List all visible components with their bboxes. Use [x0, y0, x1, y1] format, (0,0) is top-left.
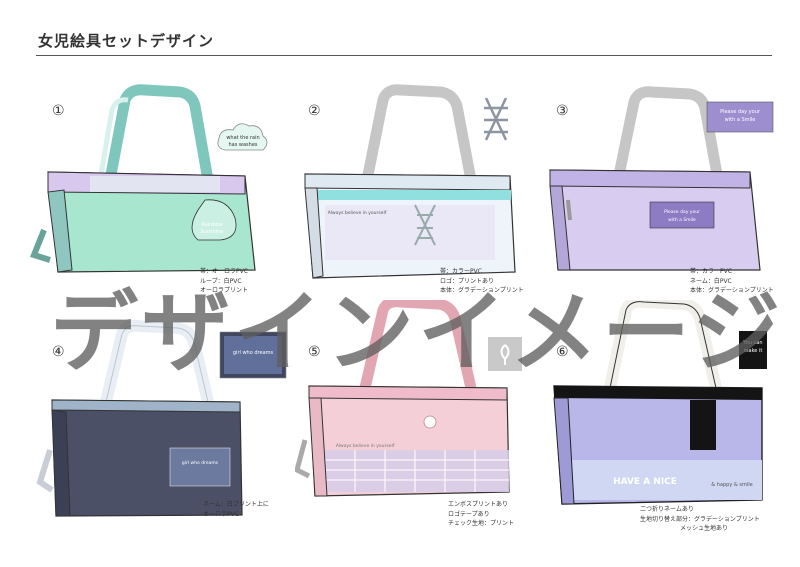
bag-1-front-label: Rainbow: [201, 222, 222, 228]
design-number-3: ③: [556, 103, 569, 119]
design-2-note-3: 本体：グラデーションプリント: [440, 287, 524, 294]
design-6-note-1: 二つ折りネームあり: [640, 506, 694, 513]
design-number-2: ②: [308, 103, 321, 119]
design-6-notes: 二つ折りネームあり 生地切り替え部分：グラデーションプリント メッシュ生地あり: [640, 505, 760, 534]
bag-5-front-label: Always believe in yourself: [336, 443, 395, 449]
title-divider: [36, 55, 772, 56]
design-3-notes: 帯：カラーPVC ネーム：白PVC 本体：グラデーションプリント: [690, 267, 774, 296]
bag-4-tag-text-1: girl who dreams: [233, 350, 274, 356]
design-5-note-2: ロゴテープあり: [448, 510, 490, 518]
design-5-notes: エンボスプリントあり ロゴテープあり チェック生地：プリント: [448, 500, 514, 529]
bag-6-fold-tag-icon: You can make it: [739, 331, 767, 369]
bag-3-front-label-2: with a Smile: [668, 217, 696, 223]
design-2-note-1: 帯：カラーPVC: [440, 268, 482, 275]
bag-2-lace-icon: [484, 97, 508, 141]
design-4-note-2: オーロラPVC: [203, 510, 239, 518]
design-2-notes: 帯：カラーPVC ロゴ：プリントあり 本体：グラデーションプリント: [440, 267, 524, 296]
bag-2-front-label: Always believe in yourself: [328, 210, 387, 216]
design-3-note-3: 本体：グラデーションプリント: [690, 287, 774, 294]
bag-3-tag-text-1: Please day your: [720, 109, 761, 115]
bag-3-name-tag-icon: Please day your with a Smile: [706, 101, 774, 133]
bag-4-name-tag-icon: girl who dreams: [219, 331, 287, 379]
design-1-notes: 帯：オーロラPVC ループ：白PVC オーロラプリント: [200, 267, 248, 296]
design-1-note-2: ループ：白PVC: [200, 277, 242, 285]
bag-illustration-5: Always believe in yourself: [295, 300, 510, 497]
bag-6-front-label: HAVE A NICE: [613, 477, 677, 487]
page-title: 女児絵具セットデザイン: [38, 32, 215, 50]
design-4-notes: ネーム：白プリント上に オーロラPVC: [203, 500, 269, 519]
bag-4-front-label: girl who dreams: [182, 460, 219, 466]
design-2-note-2: ロゴ：プリントあり: [440, 277, 495, 285]
design-5-note-1: エンボスプリントあり: [448, 501, 509, 508]
design-6-note-2: 生地切り替え部分：グラデーションプリント: [640, 515, 760, 523]
design-5-note-3: チェック生地：プリント: [448, 520, 515, 527]
bag-illustration-1: Rainbow Sunshine: [30, 84, 256, 273]
bag-6-tag-text-1: You can: [742, 340, 762, 346]
design-1-note-3: オーロラプリント: [200, 287, 249, 294]
bag-illustration-4: girl who dreams: [36, 320, 243, 517]
design-3-note-1: 帯：カラーPVC: [690, 268, 732, 275]
design-number-1: ①: [52, 103, 65, 119]
bag-illustration-6: HAVE A NICE & happy & smile: [553, 300, 763, 505]
bag-illustration-3: Please day your with a Smile: [549, 86, 761, 271]
design-3-note-2: ネーム：白PVC: [690, 277, 732, 285]
design-4-note-1: ネーム：白プリント上に: [203, 501, 269, 508]
design-number-4: ④: [52, 344, 65, 360]
bag-1-tag-text-1: what the rain: [226, 135, 259, 141]
design-number-5: ⑤: [308, 344, 321, 360]
bag-illustration-2: Always believe in yourself: [304, 84, 516, 279]
design-6-note-3: メッシュ生地あり: [680, 525, 729, 532]
bag-1-tag-icon: what the rain has washes: [217, 123, 268, 151]
bag-1-front-label-2: Sunshine: [201, 229, 224, 235]
bag-3-tag-text-2: with a Smile: [725, 117, 756, 123]
bag-6-front-label-2: & happy & smile: [711, 482, 752, 488]
design-number-6: ⑥: [556, 344, 569, 360]
bag-1-tag-text-2: has washes: [228, 142, 257, 148]
bag-3-front-label: Please day your: [664, 209, 700, 215]
design-1-note-1: 帯：オーロラPVC: [200, 268, 248, 275]
bag-5-emboss-icon: [488, 337, 522, 371]
watermark-overlay: デザインイメージ: [50, 281, 785, 384]
bag-6-tag-text-2: make it: [744, 348, 763, 354]
